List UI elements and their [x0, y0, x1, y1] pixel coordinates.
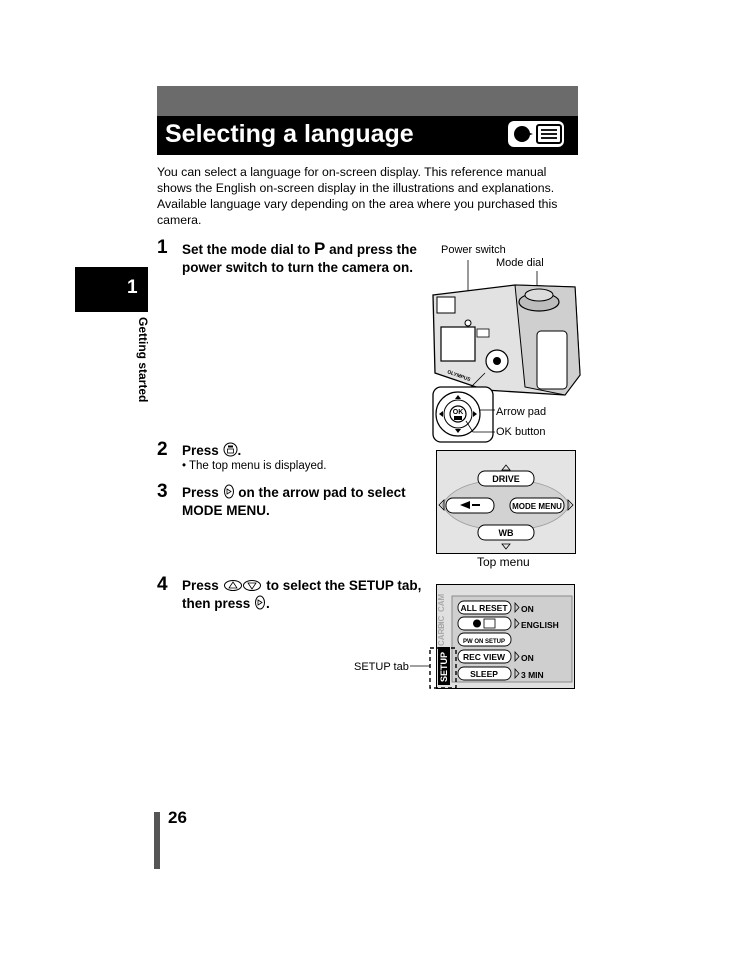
- ok-button-label: OK button: [496, 426, 546, 438]
- row-rec-view-value: ON: [521, 653, 534, 663]
- intro-paragraph: You can select a language for on-screen …: [157, 165, 558, 227]
- setup-tab-caption: SETUP tab: [354, 661, 409, 673]
- setup-menu-screen: PIC CARD CAM SETUP ALL RESET ON ENGLISH …: [410, 584, 575, 689]
- step-4-text: Press to select the SETUP tab, then pres…: [182, 577, 422, 613]
- row-rec-view-label: REC VIEW: [463, 652, 506, 662]
- header-band: [157, 86, 578, 116]
- step-4-text-b: to select the SETUP tab, then press: [182, 578, 422, 611]
- step-4-text-a: Press: [182, 578, 223, 593]
- menu-drive-option: [477, 470, 535, 487]
- setup-tab-text: SETUP: [439, 652, 449, 682]
- power-switch-label: Power switch: [441, 244, 506, 256]
- step-1-text-a: Set the mode dial to: [182, 242, 315, 257]
- menu-right-arrow-icon: [567, 499, 574, 511]
- menu-mode-menu-text: MODE MENU: [512, 502, 562, 511]
- menu-wb-option: [477, 524, 535, 541]
- viewfinder: [436, 296, 456, 314]
- row-sleep-label: SLEEP: [470, 669, 498, 679]
- chapter-label: Getting started: [136, 317, 150, 437]
- step-2-text-b: .: [237, 443, 242, 458]
- row-pw-on-setup: [457, 632, 512, 647]
- row-all-reset: [457, 600, 512, 615]
- step-3-text: Press on the arrow pad to select MODE ME…: [182, 484, 427, 520]
- row-all-reset-value: ON: [521, 604, 534, 614]
- header-title-bar: [157, 116, 578, 155]
- up-down-buttons-icon: [223, 580, 261, 591]
- menu-left-arrow-icon: [438, 499, 445, 511]
- page-title: Selecting a language: [165, 120, 414, 148]
- power-switch: [464, 319, 472, 327]
- ok-button-leader: [465, 420, 495, 433]
- step-2-number: 2: [157, 439, 168, 460]
- page-marker-bar: [154, 812, 160, 869]
- row-pw-on-setup-label: PW ON SETUP: [463, 639, 505, 645]
- menu-down-arrow-icon: [501, 543, 511, 550]
- right-arrow-icon: [473, 411, 477, 417]
- step-3-text-b: on the arrow pad to select MODE MENU.: [182, 485, 406, 518]
- row-sleep-value: 3 MIN: [521, 670, 544, 680]
- step-2-sub: • The top menu is displayed.: [182, 460, 327, 472]
- row-rec-view: [457, 649, 512, 664]
- step-4-number: 4: [157, 574, 168, 595]
- row-all-reset-label: ALL RESET: [460, 603, 508, 613]
- ok-menu-button-icon: [223, 442, 238, 457]
- chapter-tab: [75, 267, 148, 312]
- setup-tab-marker: [429, 647, 457, 689]
- setup-tab-highlight: [438, 647, 450, 685]
- camera-illustration: OLYMPUS OK: [432, 260, 581, 443]
- menu-drive-text: DRIVE: [492, 474, 520, 484]
- step-3-text-a: Press: [182, 485, 223, 500]
- row-language-icon: [473, 619, 481, 628]
- grip: [536, 330, 568, 390]
- chapter-label-text: Getting started: [136, 317, 150, 403]
- chapter-number: 1: [127, 277, 138, 298]
- mode-dial-label: Mode dial: [496, 257, 544, 269]
- language-icon: [508, 121, 564, 147]
- left-arrow-icon: [439, 411, 443, 417]
- right-button-icon-2: [255, 595, 266, 610]
- step-2-text: Press .: [182, 442, 241, 460]
- up-arrow-icon: [455, 395, 461, 399]
- step-1-number: 1: [157, 237, 168, 258]
- arrow-pad-label: Arrow pad: [496, 406, 547, 418]
- page-number: 26: [168, 808, 187, 827]
- side-tab-pic: PIC: [437, 615, 446, 629]
- mode-p-glyph: P: [314, 239, 326, 258]
- step-4-text-c: .: [266, 596, 270, 611]
- menu-up-arrow-icon: [501, 464, 511, 471]
- top-menu-caption: Top menu: [477, 555, 530, 569]
- step-2-text-a: Press: [182, 443, 223, 458]
- right-button-icon: [223, 484, 234, 499]
- step-1-text: Set the mode dial to P and press the pow…: [182, 240, 417, 277]
- menu-mode-menu-option: [509, 497, 565, 514]
- lcd-screen: [440, 326, 476, 362]
- step-1-text-b: and press the power switch to turn the c…: [182, 242, 417, 275]
- down-arrow-icon: [455, 429, 461, 433]
- side-tab-card: CARD: [437, 623, 446, 646]
- ok-button-text: OK: [453, 409, 464, 416]
- row-sleep: [457, 666, 512, 681]
- step-3-number: 3: [157, 481, 168, 502]
- side-tab-cam: CAM: [437, 593, 446, 612]
- row-language-value: ENGLISH: [521, 620, 559, 630]
- menu-wb-text: WB: [499, 528, 514, 538]
- top-menu-screen: DRIVE MODE MENU WB: [436, 450, 576, 554]
